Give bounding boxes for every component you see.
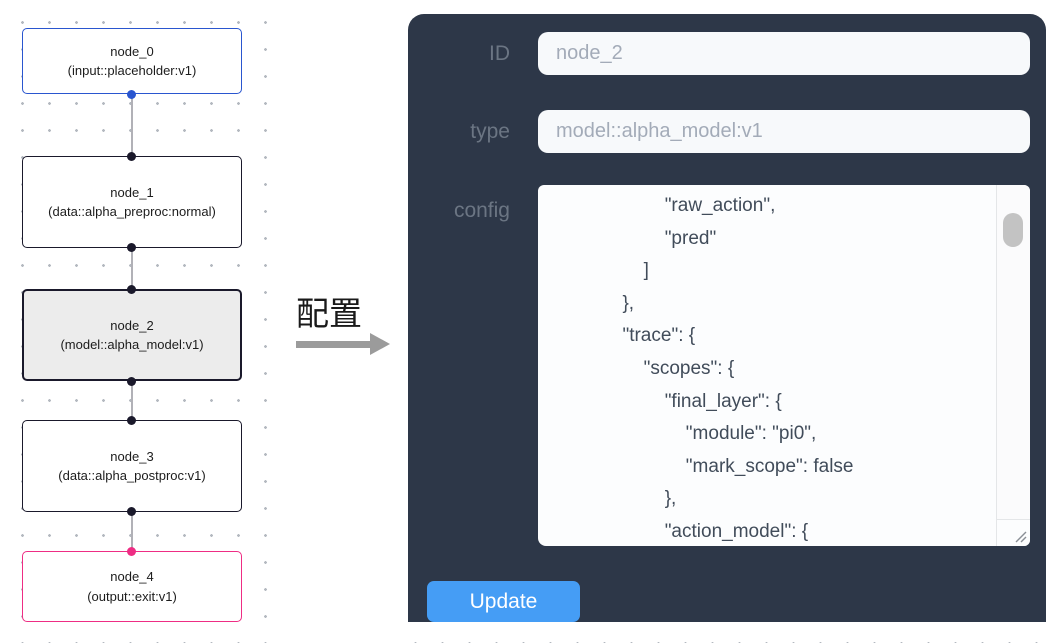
id-field-label: ID [489, 42, 510, 65]
resize-corner[interactable] [996, 519, 1030, 546]
source-handle-node_2[interactable] [127, 377, 136, 386]
source-handle-node_0[interactable] [127, 90, 136, 99]
edge-node3-node4 [131, 511, 133, 551]
edge-node1-node2 [131, 247, 133, 289]
flow-node-node_4[interactable]: node_4 (output::exit:v1) [22, 551, 242, 622]
node-title: node_4 [110, 569, 154, 584]
node-title: node_3 [110, 448, 154, 464]
node-title: node_0 [110, 43, 154, 59]
edge-node2-node3 [131, 381, 133, 420]
config-textarea[interactable]: "raw_action", "pred" ] }, "trace": { "sc… [538, 185, 1030, 546]
node-type-label: (output::exit:v1) [87, 588, 177, 604]
node-title: node_2 [110, 317, 154, 333]
node-type-label: (input::placeholder:v1) [67, 63, 197, 78]
node-type-label: (data::alpha_preproc:normal) [48, 204, 216, 219]
config-json-content: "raw_action", "pred" ] }, "trace": { "sc… [622, 195, 854, 542]
scrollbar-thumb[interactable] [1003, 213, 1023, 247]
type-field-label: type [470, 120, 510, 143]
resize-handle-icon [1015, 531, 1027, 543]
arrow-right-icon [296, 341, 372, 348]
flow-node-node_3[interactable]: node_3 (data::alpha_postproc:v1) [22, 420, 242, 512]
flow-node-node_2-selected[interactable]: node_2 (model::alpha_model:v1) [22, 289, 242, 381]
annotation-label: 配置 [296, 295, 362, 332]
config-field-label: config [453, 199, 510, 222]
target-handle-node_2[interactable] [127, 285, 136, 294]
node-type-label: (model::alpha_model:v1) [60, 337, 204, 352]
scrollbar[interactable] [996, 185, 1030, 520]
flow-node-node_1[interactable]: node_1 (data::alpha_preproc:normal) [22, 156, 242, 248]
target-handle-node_3[interactable] [127, 416, 136, 425]
target-handle-node_4[interactable] [127, 547, 136, 556]
source-handle-node_1[interactable] [127, 243, 136, 252]
edge-node0-node1 [131, 94, 133, 156]
flow-node-node_0[interactable]: node_0 (input::placeholder:v1) [22, 28, 242, 94]
update-button[interactable]: Update [427, 581, 580, 622]
type-input[interactable] [538, 110, 1030, 153]
node-title: node_1 [110, 184, 154, 200]
arrow-right-icon-head [370, 333, 390, 355]
node-type-label: (data::alpha_postproc:v1) [58, 468, 206, 483]
target-handle-node_1[interactable] [127, 152, 136, 161]
node-config-panel: ID type config "raw_action", "pred" ] },… [408, 14, 1046, 622]
source-handle-node_3[interactable] [127, 507, 136, 516]
id-input[interactable] [538, 32, 1030, 75]
